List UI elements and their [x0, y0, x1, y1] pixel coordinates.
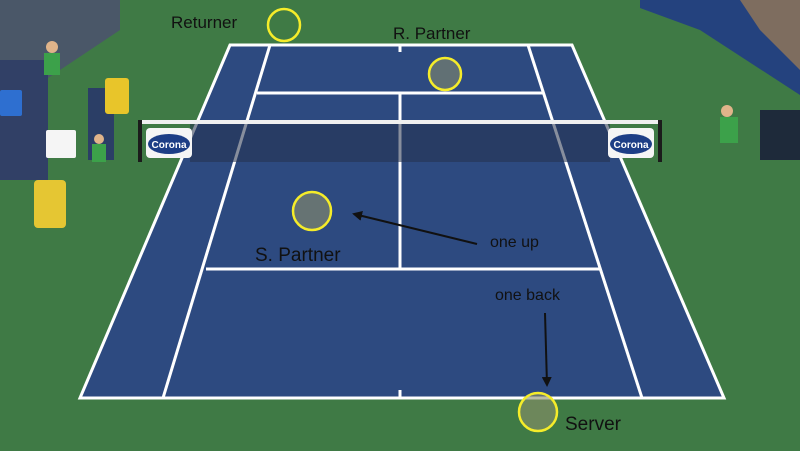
net-body [190, 120, 610, 162]
receiver-partner-marker [427, 56, 463, 92]
server-partner-marker [291, 190, 333, 232]
sponsor-text-right: Corona [614, 140, 649, 151]
one-back-label: one back [495, 287, 560, 304]
storage-bin [46, 130, 76, 158]
right-stands-crowd [740, 0, 800, 70]
line-judge-head [721, 105, 733, 117]
server-marker [517, 391, 559, 433]
left-person-head [46, 41, 58, 53]
camera-operator [760, 110, 800, 160]
ice-bucket [34, 180, 66, 228]
right-singles-sideline [526, 44, 644, 399]
ball-kid-head [94, 134, 104, 144]
left-person-body [44, 53, 60, 75]
trash-bin [0, 90, 22, 116]
one-back-arrow [541, 312, 552, 387]
line-judge-body [720, 117, 738, 143]
sponsor-sign-left: Corona [146, 128, 192, 158]
sponsor-text-left: Corona [152, 140, 187, 151]
drink-cooler [105, 78, 129, 114]
left-singles-sideline [161, 44, 272, 399]
receiver-partner-label: R. Partner [393, 24, 471, 43]
ball-kid-body [92, 144, 106, 162]
server-partner-label: S. Partner [255, 245, 341, 266]
server-label: Server [565, 414, 621, 435]
returner-marker [266, 7, 302, 43]
one-up-label: one up [490, 234, 539, 251]
returner-label: Returner [171, 13, 238, 32]
sponsor-sign-right: Corona [608, 128, 654, 158]
left-stand-wall [0, 60, 48, 180]
one-up-arrow [352, 211, 478, 245]
